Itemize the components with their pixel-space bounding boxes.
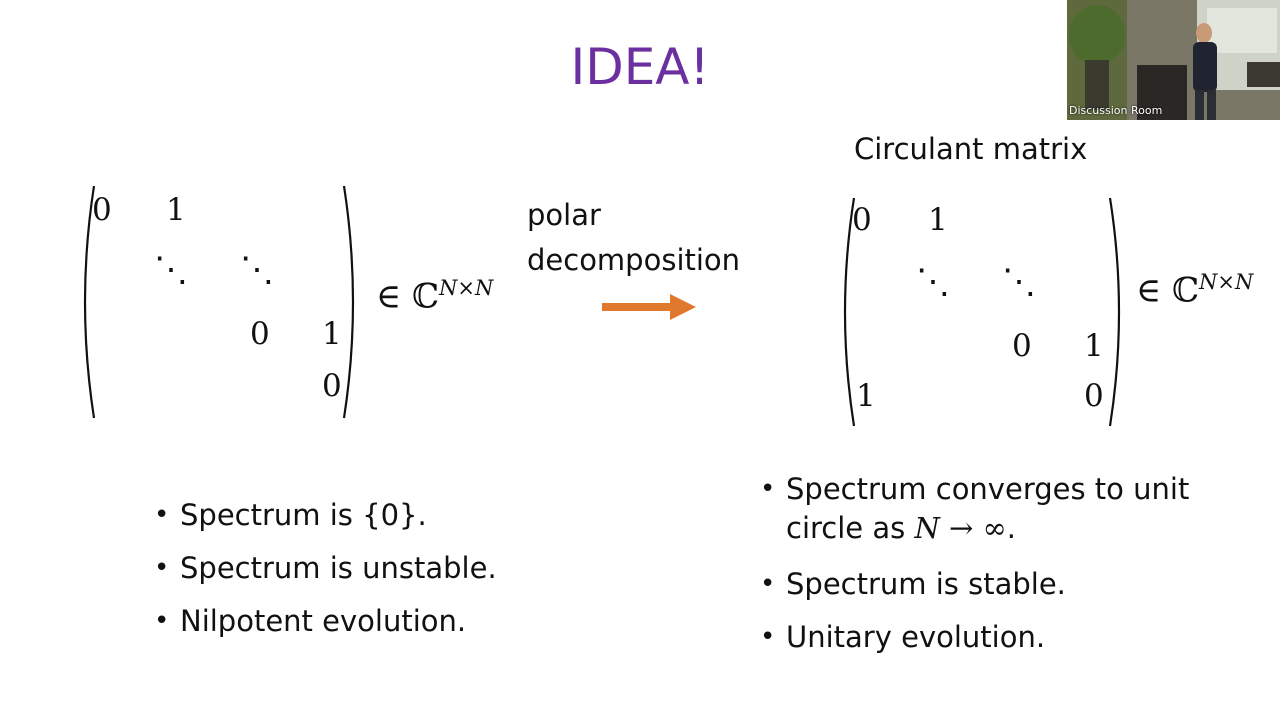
slide-title: IDEA! xyxy=(570,38,710,96)
matrix-entry: 1 xyxy=(928,202,948,238)
matrix-entry: 1 xyxy=(1084,328,1104,364)
matrix-entry: 1 xyxy=(856,378,876,414)
arrow-label-line2: decomposition xyxy=(527,243,741,277)
webcam-caption: Discussion Room xyxy=(1069,104,1163,117)
right-paren-icon xyxy=(1108,197,1121,427)
matrix-entry: 1 xyxy=(166,192,186,228)
matrix-entry: 1 xyxy=(322,316,342,352)
diagonal-dots: ⋱ xyxy=(1002,262,1036,302)
list-item: Unitary evolution. xyxy=(760,620,1189,654)
membership-text: ∈ ℂ xyxy=(376,276,440,317)
matrix-entry: 0 xyxy=(92,192,112,228)
right-arrow-icon xyxy=(602,294,696,320)
membership-symbol: ∈ ℂN×N xyxy=(376,276,493,316)
webcam-scene xyxy=(1067,0,1280,120)
limit-expression: N → ∞ xyxy=(914,511,1007,545)
right-paren-icon xyxy=(342,185,355,419)
membership-symbol: ∈ ℂN×N xyxy=(1136,270,1253,310)
diagonal-dots: ⋱ xyxy=(916,262,950,302)
left-paren-icon xyxy=(843,197,856,427)
list-item: Nilpotent evolution. xyxy=(154,604,497,638)
matrix-entry: 0 xyxy=(1084,378,1104,414)
circulant-heading: Circulant matrix xyxy=(854,132,1088,166)
bullet-text: . xyxy=(1006,511,1016,545)
matrix-entry: 0 xyxy=(852,202,872,238)
matrix-dimension: N×N xyxy=(439,276,494,300)
matrix-dimension: N×N xyxy=(1199,270,1254,294)
list-item: Spectrum converges to unit circle as N →… xyxy=(760,470,1189,548)
right-matrix: 0 1 ⋱ ⋱ 0 1 1 0 ∈ ℂN×N xyxy=(832,192,1272,432)
bullet-text: circle as xyxy=(786,511,915,545)
matrix-entry: 0 xyxy=(1012,328,1032,364)
right-bullet-list: Spectrum converges to unit circle as N →… xyxy=(760,470,1189,654)
left-paren-icon xyxy=(83,185,96,419)
list-item: Spectrum is {0}. xyxy=(154,498,497,532)
diagonal-dots: ⋱ xyxy=(154,250,188,290)
list-item: Spectrum is unstable. xyxy=(154,551,497,585)
bullet-text: Spectrum converges to unit xyxy=(786,472,1190,506)
left-matrix: 0 1 ⋱ ⋱ 0 1 0 ∈ ℂN×N xyxy=(70,180,500,425)
arrow-label-line1: polar xyxy=(527,198,601,232)
list-item: Spectrum is stable. xyxy=(760,567,1189,601)
membership-text: ∈ ℂ xyxy=(1136,270,1200,311)
webcam-video[interactable]: Discussion Room xyxy=(1067,0,1280,120)
diagonal-dots: ⋱ xyxy=(240,250,274,290)
matrix-entry: 0 xyxy=(322,368,342,404)
left-bullet-list: Spectrum is {0}. Spectrum is unstable. N… xyxy=(154,498,497,638)
matrix-entry: 0 xyxy=(250,316,270,352)
